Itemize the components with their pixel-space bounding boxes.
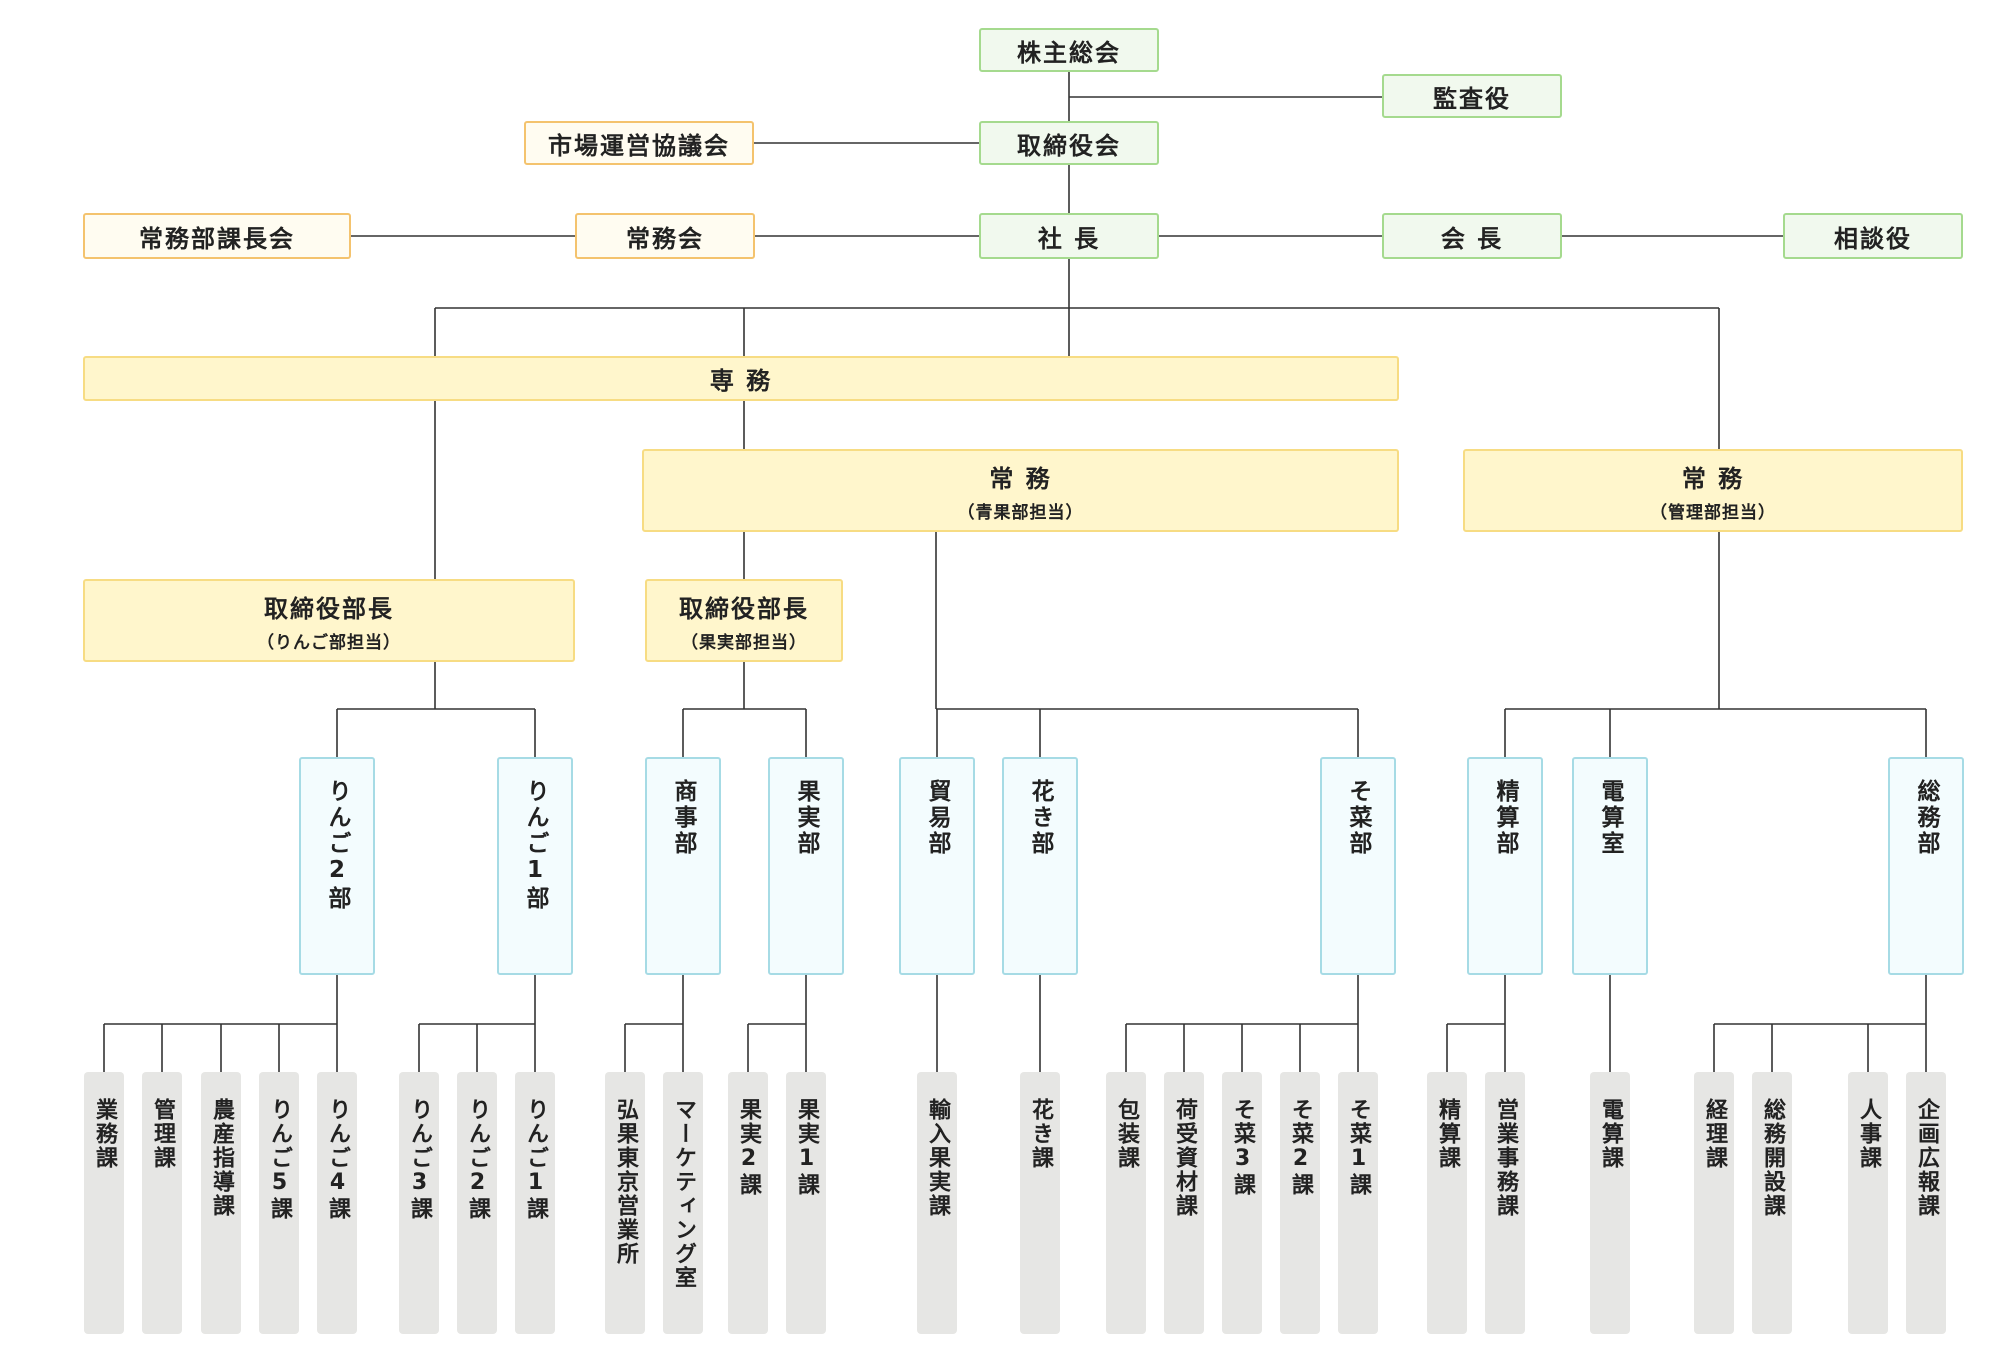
dept-apple1: りんご1部 [497, 757, 573, 975]
dept-hanaki: 花き部 [1002, 757, 1078, 975]
dept-kajitsu: 果実部 [768, 757, 844, 975]
node-chairman: 会 長 [1382, 213, 1562, 259]
node-executive-meeting: 常務会 [575, 213, 755, 259]
section-import-fruit: 輸入果実課 [917, 1072, 957, 1334]
section-apple1: りんご1課 [515, 1072, 555, 1334]
section-fruit2: 果実2課 [728, 1072, 768, 1334]
node-market-council: 市場運営協議会 [524, 121, 754, 165]
section-fruit1: 果実1課 [786, 1072, 826, 1334]
section-gyomu: 業務課 [84, 1072, 124, 1334]
dept-densan: 電算室 [1572, 757, 1648, 975]
node-jomu-seika: 常 務（青果部担当） [642, 449, 1399, 532]
section-densan: 電算課 [1590, 1072, 1630, 1334]
section-seisan: 精算課 [1427, 1072, 1467, 1334]
node-shareholders: 株主総会 [979, 28, 1159, 72]
section-eigyo-jimu: 営業事務課 [1485, 1072, 1525, 1334]
section-hanaki: 花き課 [1020, 1072, 1060, 1334]
section-niuke: 荷受資材課 [1164, 1072, 1204, 1334]
node-managers-meeting: 常務部課長会 [83, 213, 351, 259]
dept-shoji: 商事部 [645, 757, 721, 975]
section-keiri: 経理課 [1694, 1072, 1734, 1334]
node-board: 取締役会 [979, 121, 1159, 165]
section-apple2: りんご2課 [457, 1072, 497, 1334]
dept-apple2: りんご2部 [299, 757, 375, 975]
section-sosai3: そ菜3課 [1222, 1072, 1262, 1334]
dept-somu: 総務部 [1888, 757, 1964, 975]
section-apple4: りんご4課 [317, 1072, 357, 1334]
node-jomu-kanri: 常 務（管理部担当） [1463, 449, 1963, 532]
section-nosan: 農産指導課 [201, 1072, 241, 1334]
dept-sosai: そ菜部 [1320, 757, 1396, 975]
section-somu-kaisetsu: 総務開設課 [1752, 1072, 1792, 1334]
section-kikaku: 企画広報課 [1906, 1072, 1946, 1334]
node-auditor: 監査役 [1382, 74, 1562, 118]
node-advisor: 相談役 [1783, 213, 1963, 259]
section-kanri: 管理課 [142, 1072, 182, 1334]
dept-boeki: 貿易部 [899, 757, 975, 975]
section-hirosaki-tokyo: 弘果東京営業所 [605, 1072, 645, 1334]
dept-seisan: 精算部 [1467, 757, 1543, 975]
section-hoso: 包装課 [1106, 1072, 1146, 1334]
section-apple3: りんご3課 [399, 1072, 439, 1334]
node-president: 社 長 [979, 213, 1159, 259]
node-director-fruit: 取締役部長（果実部担当） [645, 579, 843, 662]
section-sosai1: そ菜1課 [1338, 1072, 1378, 1334]
section-apple5: りんご5課 [259, 1072, 299, 1334]
section-jinji: 人事課 [1848, 1072, 1888, 1334]
section-sosai2: そ菜2課 [1280, 1072, 1320, 1334]
node-senmu: 専 務 [83, 356, 1399, 401]
node-director-apple: 取締役部長（りんご部担当） [83, 579, 575, 662]
section-marketing: マーケティング室 [663, 1072, 703, 1334]
